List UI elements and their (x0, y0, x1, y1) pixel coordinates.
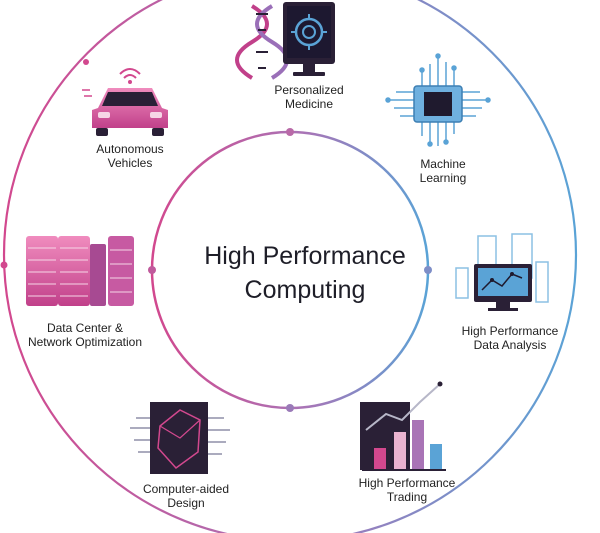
center-title-line-1: High Performance (204, 242, 406, 270)
inner-ring-top-dot (286, 128, 294, 136)
mesh-chip-icon (130, 402, 230, 474)
inner-ring-left-dot (148, 266, 156, 274)
processor-chip-icon (385, 53, 491, 147)
outer-ring-left-dot (0, 261, 8, 269)
outer-ring (2, 0, 578, 533)
connected-car-icon (82, 68, 168, 136)
label-data-center: Data Center &Network Optimization (27, 321, 143, 349)
bar-chart-icon (360, 381, 446, 471)
inner-ring-right-dot (424, 266, 432, 274)
inner-ring-bottom-dot (286, 404, 294, 412)
monitor-city-icon (455, 233, 549, 311)
server-racks-icon (26, 236, 134, 306)
outer-ring-upper-dot (83, 59, 89, 65)
center-title-line-2: Computing (244, 276, 366, 304)
dna-microscope-icon (235, 2, 335, 80)
